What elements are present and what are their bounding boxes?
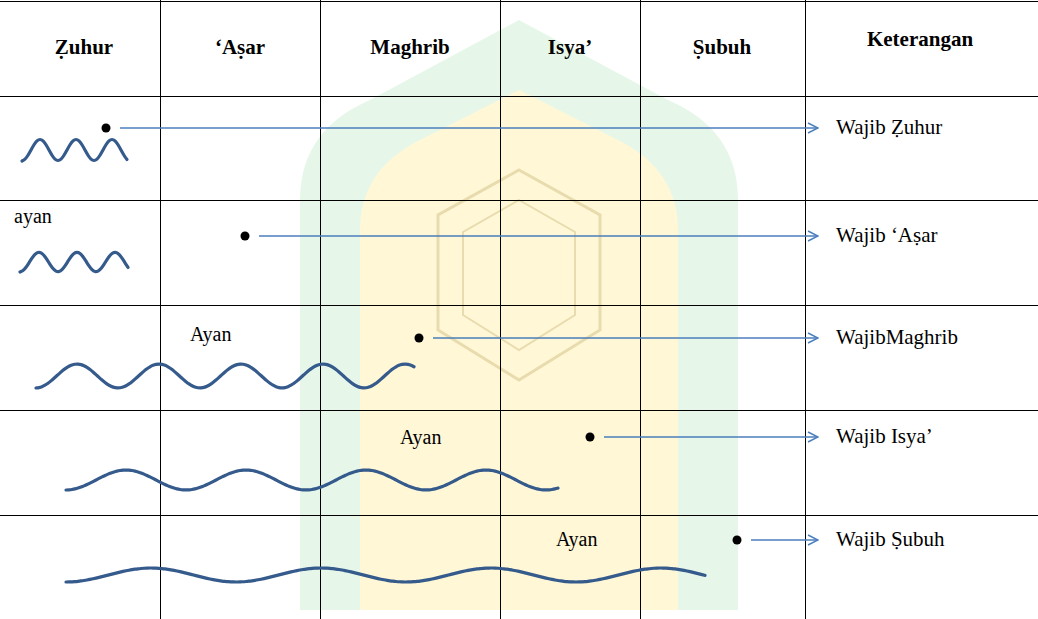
pointer-arrow <box>259 235 818 236</box>
blood-wave <box>20 252 128 272</box>
column-header: Ẓuhur <box>55 35 113 60</box>
blood-label: ayan <box>14 204 52 228</box>
blood-wave <box>66 568 705 582</box>
note-text: Wajib Ẓuhur <box>836 115 942 140</box>
blood-label: Ayan <box>400 425 441 449</box>
column-header: ‘Aṣar <box>215 35 265 60</box>
pointer-arrow <box>433 337 818 338</box>
blood-label: Ayan <box>556 527 597 551</box>
stop-dot <box>586 433 595 442</box>
note-text: Wajib ‘Aṣar <box>836 223 938 248</box>
blood-wave <box>36 364 414 388</box>
watermark <box>300 20 738 610</box>
note-text: Wajib Isya’ <box>836 424 933 449</box>
pointer-arrows <box>102 124 819 545</box>
note-text: WajibMaghrib <box>836 325 958 350</box>
column-header: Maghrib <box>370 35 449 60</box>
column-header: Isya’ <box>548 35 592 60</box>
blood-wave <box>66 470 558 490</box>
pointer-arrow <box>751 539 818 540</box>
column-header: Ṣubuh <box>693 35 751 60</box>
blood-wave <box>22 139 127 161</box>
stop-dot <box>102 124 111 133</box>
stop-dot <box>241 232 250 241</box>
pointer-arrow <box>120 127 818 128</box>
column-header: Keterangan <box>867 27 973 52</box>
note-text: Wajib Ṣubuh <box>836 527 945 552</box>
blood-label: Ayan <box>190 322 231 346</box>
stop-dot <box>733 536 742 545</box>
stop-dot <box>415 334 424 343</box>
blood-waves <box>20 139 705 582</box>
pointer-arrow <box>604 436 818 437</box>
